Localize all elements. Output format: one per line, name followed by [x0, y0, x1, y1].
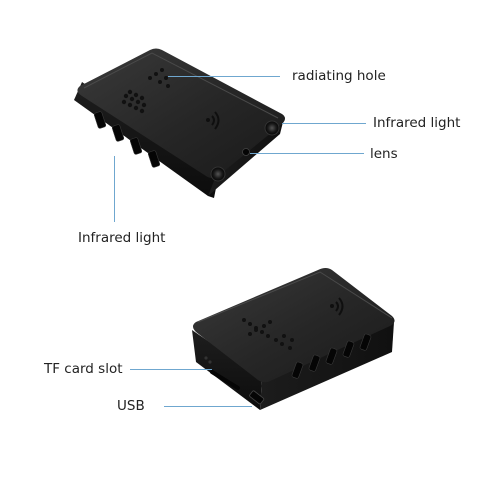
bottom-device-top-face [193, 268, 395, 383]
tf-card-slot-leader-line [130, 369, 212, 370]
top-device-vent-slots [93, 111, 161, 168]
bottom-device-front-face [260, 322, 394, 410]
wifi-icon [206, 111, 220, 130]
tf-card-slot-opening [210, 370, 240, 390]
lens-label: lens [370, 146, 398, 162]
infrared-light-bottom-leader-line [114, 156, 115, 222]
usb-label: USB [117, 398, 145, 414]
infrared-light-right-leader-line [282, 123, 366, 124]
lens-leader-line [250, 153, 364, 154]
top-device-top-face [77, 48, 285, 178]
infrared-light-right-label: Infrared light [373, 115, 461, 131]
lens-dot [242, 148, 250, 156]
infrared-light-bottom-dot [210, 166, 226, 182]
bottom-device-vent-slots [291, 333, 372, 379]
camera-bottom-view [192, 268, 395, 410]
bottom-wifi-icon [330, 297, 344, 316]
infrared-light-bottom-label: Infrared light [78, 230, 166, 246]
usb-port-opening [249, 390, 265, 405]
camera-top-view [74, 48, 285, 198]
usb-leader-line [164, 406, 252, 407]
radiating-hole-pattern [121, 68, 170, 114]
bottom-device-left-face [192, 330, 262, 410]
radiating-hole-leader-line [168, 76, 280, 77]
tf-card-slot-label: TF card slot [44, 361, 123, 377]
radiating-hole-label: radiating hole [292, 68, 386, 84]
infrared-light-right-dot [264, 120, 280, 136]
bottom-radiating-hole-pattern [242, 318, 294, 350]
